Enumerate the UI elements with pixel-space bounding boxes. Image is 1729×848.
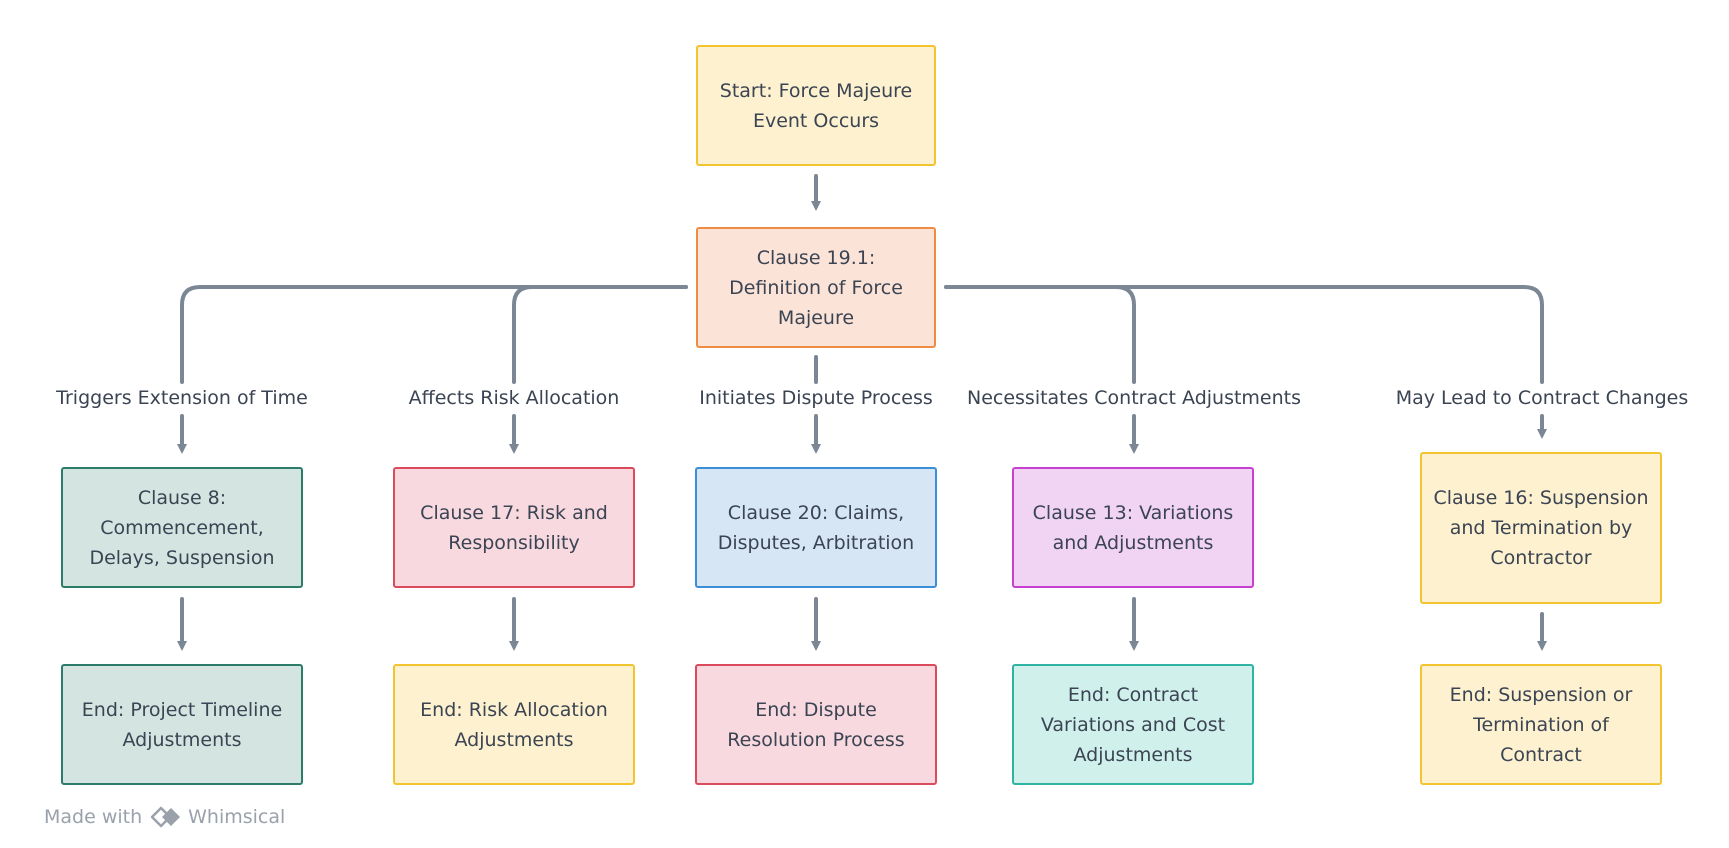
node-end-dispute-text: End: Dispute Resolution Process (727, 698, 905, 751)
whimsical-brand-text: Whimsical (188, 806, 286, 828)
node-end-timeline[interactable]: End: Project Timeline Adjustments (61, 664, 303, 785)
node-definition[interactable]: Clause 19.1: Definition of Force Majeure (696, 227, 936, 348)
node-clause20-text: Clause 20: Claims, Disputes, Arbitration (717, 501, 915, 554)
node-clause13-text: Clause 13: Variations and Adjustments (1032, 501, 1234, 554)
node-clause8[interactable]: Clause 8: Commencement, Delays, Suspensi… (61, 467, 303, 588)
whimsical-brand: Whimsical (150, 806, 285, 828)
edge-label-risk: Affects Risk Allocation (406, 387, 622, 409)
edge-label-dispute: Initiates Dispute Process (697, 387, 935, 409)
node-start[interactable]: Start: Force Majeure Event Occurs (696, 45, 936, 166)
edge-label-extension: Triggers Extension of Time (54, 387, 310, 409)
node-clause13[interactable]: Clause 13: Variations and Adjustments (1012, 467, 1254, 588)
node-clause17-text: Clause 17: Risk and Responsibility (420, 501, 608, 554)
edge-definition-clause17 (512, 285, 688, 384)
node-end-risk[interactable]: End: Risk Allocation Adjustments (393, 664, 635, 785)
made-with-label: Made with (44, 806, 143, 828)
node-end-variations-text: End: Contract Variations and Cost Adjust… (1040, 683, 1226, 766)
node-end-dispute[interactable]: End: Dispute Resolution Process (695, 664, 937, 785)
node-definition-text: Clause 19.1: Definition of Force Majeure (729, 246, 903, 329)
edge-definition-clause8 (180, 285, 688, 384)
edge-definition-clause13 (944, 285, 1136, 384)
edge-label-changes: May Lead to Contract Changes (1393, 387, 1691, 409)
node-end-termination[interactable]: End: Suspension or Termination of Contra… (1420, 664, 1662, 785)
node-end-risk-text: End: Risk Allocation Adjustments (420, 698, 608, 751)
node-clause8-text: Clause 8: Commencement, Delays, Suspensi… (89, 486, 275, 569)
node-clause20[interactable]: Clause 20: Claims, Disputes, Arbitration (695, 467, 937, 588)
node-end-timeline-text: End: Project Timeline Adjustments (81, 698, 283, 751)
node-end-termination-text: End: Suspension or Termination of Contra… (1449, 683, 1633, 766)
made-with-whimsical[interactable]: Made with Whimsical (44, 806, 285, 828)
node-clause16[interactable]: Clause 16: Suspension and Termination by… (1420, 452, 1662, 604)
edge-label-adjustments: Necessitates Contract Adjustments (964, 387, 1304, 409)
edge-definition-clause16 (944, 285, 1544, 384)
whimsical-logo-icon (150, 806, 181, 828)
node-clause17[interactable]: Clause 17: Risk and Responsibility (393, 467, 635, 588)
node-start-text: Start: Force Majeure Event Occurs (719, 79, 913, 132)
node-clause16-text: Clause 16: Suspension and Termination by… (1433, 487, 1649, 569)
node-end-variations[interactable]: End: Contract Variations and Cost Adjust… (1012, 664, 1254, 785)
